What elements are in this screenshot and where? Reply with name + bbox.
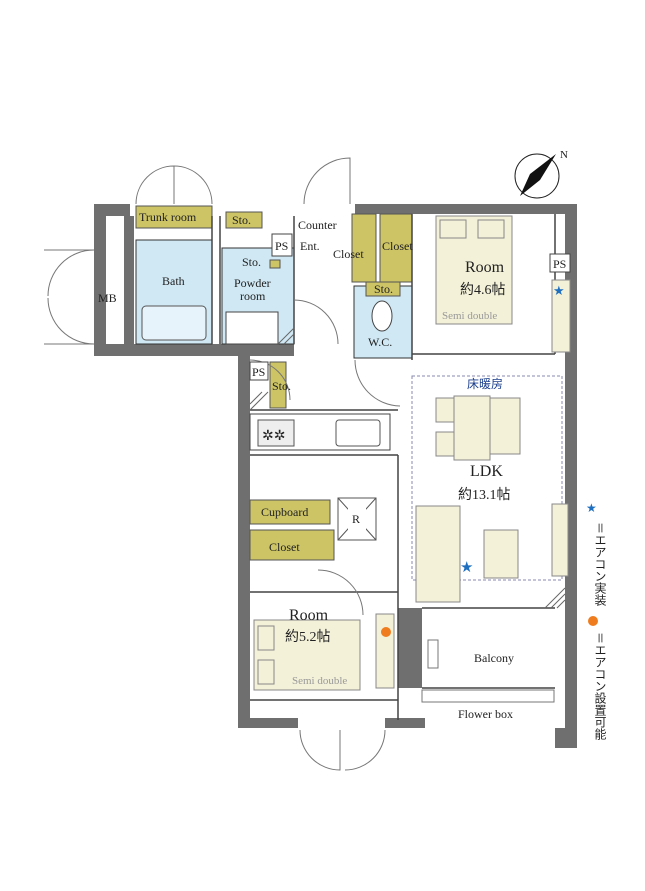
cupboard-label: Cupboard	[261, 505, 308, 519]
closet-b-label: Closet	[382, 239, 413, 253]
compass-north-label: N	[560, 149, 568, 161]
room2-name: Room	[289, 607, 329, 624]
washer	[225, 311, 279, 345]
sto-hall	[269, 361, 287, 409]
wet-areas	[135, 239, 413, 359]
balcony-rail	[421, 639, 555, 703]
sto-hall-label: Sto.	[272, 379, 291, 393]
closet-c-label: Closet	[269, 540, 300, 554]
ac-installed-icon: ★	[460, 560, 473, 576]
trunk-room-label: Trunk room	[139, 210, 197, 224]
mb-label: MB	[98, 291, 117, 305]
closet-b	[379, 213, 413, 283]
powder-room-label-2: room	[240, 289, 266, 303]
walls	[94, 204, 577, 748]
closet-a-label: Closet	[333, 247, 364, 261]
ps-entrance-label: PS	[275, 239, 288, 253]
sto-top-label: Sto.	[232, 213, 251, 227]
room-labels: Trunk room Sto. Counter Ent. PS Closet C…	[98, 210, 566, 721]
storage	[135, 205, 413, 561]
svg-text:✲✲: ✲✲	[262, 429, 285, 444]
sto-powder-small	[269, 259, 281, 269]
toilet	[371, 300, 393, 332]
entrance-label: Ent.	[300, 239, 320, 253]
sto-powder-label: Sto.	[242, 255, 261, 269]
sto-wc	[365, 281, 401, 297]
balcony-label: Balcony	[474, 651, 514, 665]
room1-name: Room	[465, 259, 505, 276]
floor-heating-label: 床暖房	[467, 376, 503, 391]
legend-dot-icon	[588, 616, 598, 626]
ps-hall-label: PS	[252, 365, 265, 379]
ps-room1-label: PS	[553, 257, 566, 271]
sto-wc-label: Sto.	[374, 282, 393, 296]
powder-room-label-1: Powder	[234, 276, 271, 290]
room1-bed-label: Semi double	[442, 310, 497, 322]
legend-installable-text: ＝エアコン設置可能	[593, 632, 607, 740]
ldk-size: 約13.1帖	[458, 487, 511, 503]
bath-label: Bath	[162, 274, 185, 288]
counter-label: Counter	[298, 218, 337, 232]
wc-label: W.C.	[368, 335, 392, 349]
legend-installed-text: ＝エアコン実装	[593, 522, 607, 607]
floor-heating-zone	[411, 375, 563, 581]
hatch	[249, 327, 566, 609]
ac-installable-icon	[381, 627, 391, 637]
sto-top	[225, 211, 263, 229]
ldk-name: LDK	[470, 463, 503, 480]
closet-c	[249, 529, 335, 561]
sofa	[415, 505, 461, 603]
kitchen: ✲✲	[249, 413, 391, 541]
ldk-table	[453, 395, 491, 461]
ac-installed-icon: ★	[553, 283, 565, 298]
room2-size: 約5.2帖	[285, 629, 331, 645]
stove	[257, 419, 295, 447]
refrigerator-label: R	[352, 512, 360, 526]
legend-star-icon: ★	[586, 501, 597, 515]
bathtub	[141, 305, 207, 341]
sink	[335, 419, 381, 447]
cupboard	[249, 499, 331, 525]
room2-bed-label: Semi double	[292, 675, 347, 687]
closet-a	[351, 213, 377, 283]
doors	[44, 157, 401, 771]
compass: N	[514, 149, 568, 199]
furniture	[253, 215, 571, 691]
ps-boxes	[249, 233, 571, 381]
room1-size: 約4.6帖	[460, 282, 506, 298]
flower-box-label: Flower box	[458, 707, 513, 721]
legend: ★ ＝エアコン実装 ＝エアコン設置可能	[586, 501, 607, 740]
